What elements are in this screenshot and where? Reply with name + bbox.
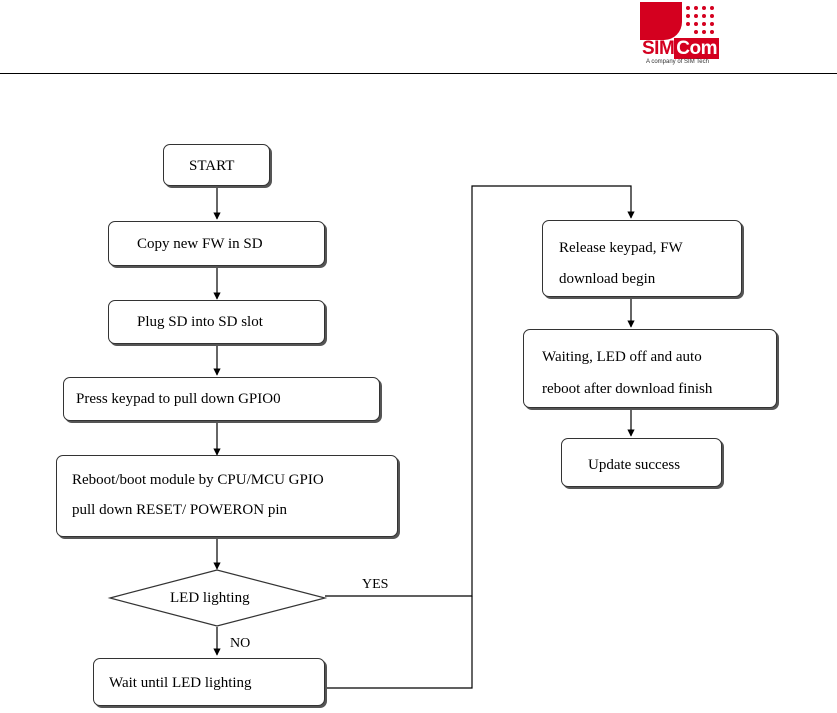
press-keypad-step: Press keypad to pull down GPIO0 [63, 377, 380, 421]
start-node: START [163, 144, 270, 186]
reboot-step: Reboot/boot module by CPU/MCU GPIO pull … [56, 455, 398, 537]
waiting-label-line2: reboot after download finish [542, 381, 713, 397]
copy-fw-step: Copy new FW in SD [108, 221, 325, 266]
waiting-step: Waiting, LED off and auto reboot after d… [523, 329, 777, 408]
no-label: NO [230, 636, 251, 651]
logo-red-mark [640, 2, 682, 40]
led-decision-label: LED lighting [170, 590, 250, 606]
header-rule [0, 73, 837, 74]
update-success-node: Update success [561, 438, 722, 487]
yes-label: YES [362, 577, 389, 592]
waiting-label-line1: Waiting, LED off and auto [542, 349, 702, 365]
release-label-line1: Release keypad, FW [559, 240, 683, 256]
led-decision-diamond [107, 569, 328, 627]
update-success-label: Update success [588, 457, 681, 473]
press-keypad-label: Press keypad to pull down GPIO0 [76, 391, 281, 407]
release-label-line2: download begin [559, 271, 656, 287]
reboot-label-line1: Reboot/boot module by CPU/MCU GPIO [72, 472, 324, 488]
logo-dot-grid [684, 4, 714, 40]
wait-led-step: Wait until LED lighting [93, 658, 325, 706]
start-label: START [189, 158, 235, 174]
logo-tagline: A company of SIM Tech [646, 59, 709, 65]
plug-sd-label: Plug SD into SD slot [137, 314, 263, 330]
plug-sd-step: Plug SD into SD slot [108, 300, 325, 344]
reboot-label-line2: pull down RESET/ POWERON pin [72, 502, 288, 518]
release-keypad-step: Release keypad, FW download begin [542, 220, 742, 297]
copy-fw-label: Copy new FW in SD [137, 236, 263, 252]
wait-led-label: Wait until LED lighting [109, 675, 252, 691]
